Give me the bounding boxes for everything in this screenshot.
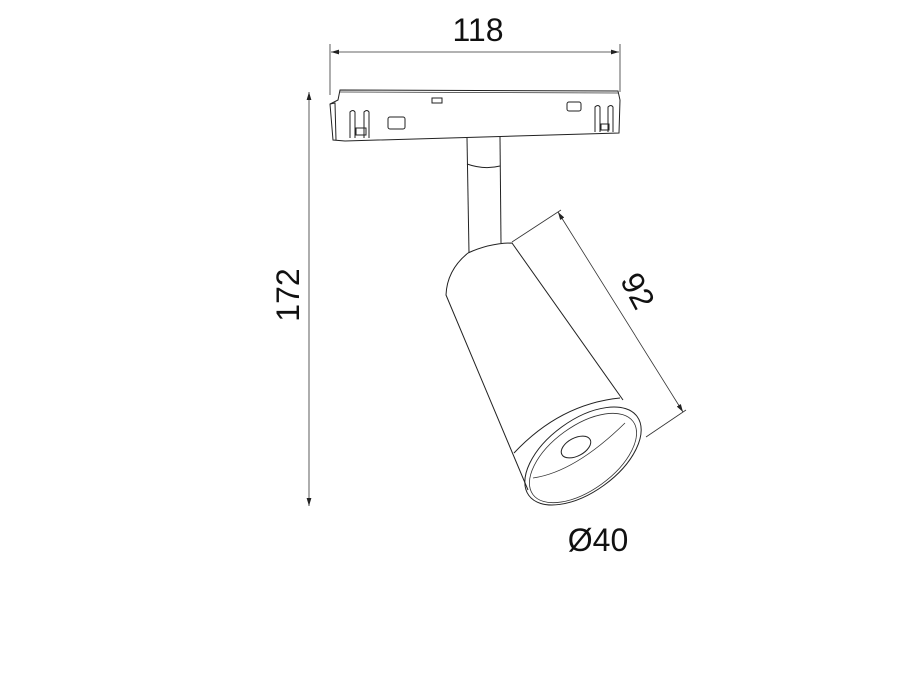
width-dimension: 118 — [329, 12, 621, 95]
length-dimension: 92 — [511, 209, 687, 438]
stem — [466, 136, 502, 254]
width-label: 118 — [452, 12, 503, 48]
height-label: 172 — [270, 268, 306, 321]
height-dimension: 172 — [270, 92, 312, 506]
diameter-label: Ø40 — [568, 522, 628, 558]
length-label: 92 — [613, 267, 661, 315]
track-adapter — [329, 89, 621, 142]
lamp-body — [445, 242, 642, 506]
